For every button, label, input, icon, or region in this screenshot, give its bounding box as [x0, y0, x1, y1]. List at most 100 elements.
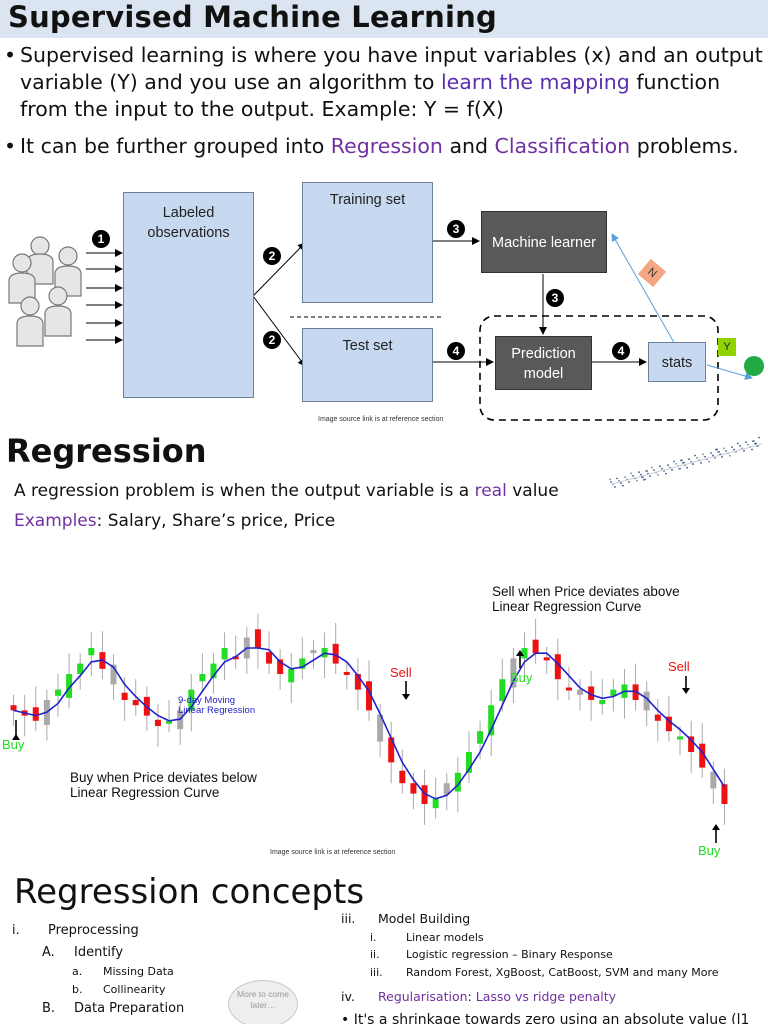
ml-diagram: Labeled observations Training set Test s…: [0, 170, 768, 432]
output-dot: [744, 356, 764, 376]
concept-identify: Identify: [74, 945, 124, 960]
candle-body: [432, 798, 439, 809]
sell-label-2: Sell: [668, 659, 690, 674]
test-set-box: Test set: [302, 328, 433, 402]
classification-highlight: Classification: [494, 134, 631, 158]
concept-i-num: i.: [12, 923, 20, 938]
regression-candlestick-chart: [10, 613, 728, 843]
scatter-point: [731, 446, 733, 449]
candle-body: [410, 783, 417, 794]
signal-arrow-head: [12, 734, 20, 740]
diagram-source-note: Image source link is at reference sectio…: [318, 416, 444, 423]
concept-linear-models: Linear models: [406, 931, 484, 944]
candle-body: [366, 681, 372, 711]
candle-body: [354, 674, 361, 690]
candle-body: [688, 736, 695, 752]
scatter-point: [758, 436, 760, 439]
candle-body: [465, 752, 472, 773]
section-title: Supervised Machine Learning: [8, 0, 497, 34]
signal-arrow-head: [712, 824, 720, 830]
buy-label-2: Buy: [510, 670, 533, 685]
scatter-point: [659, 465, 661, 468]
labeled-observations-box: Labeled observations: [123, 192, 254, 398]
candle-body: [654, 714, 661, 721]
candle-body: [121, 692, 128, 700]
training-set-box: Training set: [302, 182, 433, 303]
scatter-point: [667, 464, 669, 466]
concept-iv-num: iv.: [341, 989, 355, 1004]
scatter-point: [680, 459, 682, 462]
scatter-point: [696, 457, 698, 459]
scatter-point: [636, 479, 638, 482]
scatter-thumbnail-icon: [609, 436, 763, 488]
scatter-point: [653, 469, 655, 471]
scatter-point: [673, 460, 675, 463]
candle-body: [132, 700, 139, 706]
concept-preprocessing: Preprocessing: [48, 923, 139, 938]
scatter-point: [671, 469, 673, 471]
concept-regularisation: Regularisation: Lasso vs ridge penalty: [378, 989, 617, 1004]
candle-body: [166, 720, 173, 724]
candle-body: [154, 719, 161, 726]
buy-label-3: Buy: [698, 843, 721, 858]
step-2a-badge: 2: [263, 247, 281, 265]
scatter-point: [649, 475, 651, 478]
candle-body: [110, 664, 117, 685]
regression-title: Regression: [6, 432, 207, 470]
candle-body: [377, 714, 384, 742]
step-4a-badge: 4: [447, 342, 465, 360]
scatter-point: [665, 472, 667, 475]
candle-body: [443, 783, 450, 795]
sell-label-1: Sell: [390, 665, 412, 680]
scatter-point: [688, 458, 690, 461]
regression-curve: [13, 647, 726, 800]
signal-arrow-head: [682, 688, 690, 694]
scatter-point: [643, 478, 645, 481]
candle-body: [665, 716, 672, 732]
candle-body: [588, 686, 595, 700]
scatter-point: [717, 451, 719, 453]
scatter-point: [661, 467, 663, 470]
candle-body: [254, 629, 261, 648]
section-title-bar: Supervised Machine Learning: [0, 0, 768, 38]
candle-body: [532, 639, 539, 654]
candle-body: [77, 663, 84, 674]
candle-body: [488, 705, 495, 736]
candle-body: [210, 663, 217, 679]
more-to-come-button[interactable]: More to come later…: [228, 980, 298, 1024]
concept-random-forest: Random Forest, XgBoost, CatBoost, SVM an…: [406, 966, 719, 979]
concept-missing-data: Missing Data: [103, 965, 174, 978]
scatter-point: [704, 455, 706, 458]
candle-body: [188, 689, 195, 711]
candle-body: [388, 737, 395, 763]
candle-body: [199, 674, 206, 682]
scatter-point: [694, 454, 696, 457]
scatter-point: [729, 454, 731, 457]
candle-body: [710, 771, 717, 789]
scatter-point: [630, 472, 632, 475]
scatter-point: [747, 443, 749, 446]
machine-learner-box: Machine learner: [481, 211, 607, 273]
regression-definition: A regression problem is when the output …: [14, 481, 559, 501]
candle-body: [565, 687, 572, 691]
scatter-point: [733, 448, 735, 451]
candle-body: [332, 643, 339, 664]
scatter-point: [628, 481, 630, 483]
candle-body: [677, 736, 684, 740]
candle-body: [288, 668, 295, 683]
scatter-point: [620, 482, 622, 485]
candle-body: [421, 785, 428, 804]
scatter-point: [690, 460, 692, 463]
scatter-point: [708, 460, 710, 463]
scatter-point: [737, 442, 739, 445]
scatter-point: [743, 449, 745, 452]
real-highlight: real: [474, 481, 507, 501]
step-1-badge: 1: [92, 230, 110, 248]
diagram-lines: [8, 233, 764, 421]
candle-body: [610, 689, 617, 696]
candle-body: [310, 650, 317, 654]
scatter-fit-line: [611, 443, 763, 485]
concept-collinearity: Collinearity: [103, 983, 166, 996]
scatter-point: [618, 479, 620, 482]
